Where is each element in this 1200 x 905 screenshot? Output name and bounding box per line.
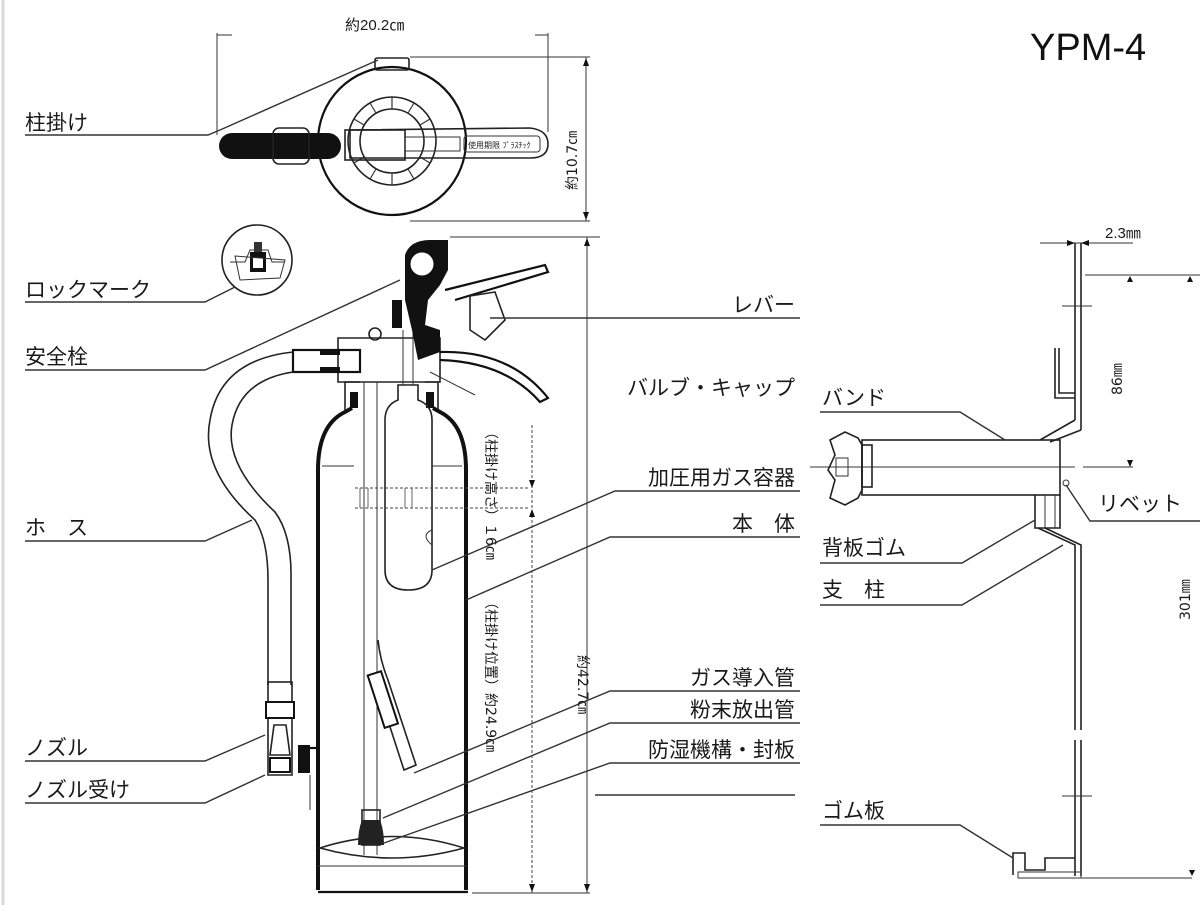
label-rubber-plate: ゴム板 [822, 799, 885, 823]
label-powder-tube: 粉末放出管 [690, 698, 795, 722]
label-body: 本 体 [732, 512, 795, 536]
bracket-total-dimension: 301㎜ [1178, 579, 1194, 620]
label-nozzle: ノズル [25, 736, 88, 760]
label-valve-cap: バルブ・キャップ [627, 376, 795, 400]
label-hose: ホ ス [25, 516, 88, 540]
label-gas-cartridge: 加圧用ガス容器 [648, 466, 795, 490]
label-back-rubber: 背板ゴム [822, 536, 906, 560]
model-title: YPM-4 [1030, 27, 1146, 69]
lock-mark-detail [25, 224, 293, 303]
label-gas-tube: ガス導入管 [690, 666, 795, 690]
label-band: バンド [822, 386, 886, 410]
hook-position-dimension: （柱掛け位置）約24.9㎝ [482, 595, 498, 752]
top-height-dimension: 約10.7㎝ [565, 131, 581, 190]
hook-height-dimension: （柱掛け高さ）１6㎝ [482, 425, 499, 560]
label-lock-mark: ロックマーク [25, 278, 151, 302]
labels-left: 柱掛け ロックマーク 安全栓 ホ ス ノズル ノズル受け [25, 111, 151, 802]
hose-grip [219, 133, 341, 159]
top-view: 約20.2㎝ 約10.7㎝ 使用期限 ﾌﾟﾗｽﾁｯｸ [25, 17, 590, 222]
top-width-dimension: 約20.2㎝ [345, 17, 404, 34]
label-seal: 防湿機構・封板 [648, 738, 795, 762]
label-nozzle-holder: ノズル受け [25, 778, 130, 802]
label-rivet: リベット [1098, 492, 1182, 516]
bracket-thickness-dimension: 2.3㎜ [1105, 225, 1141, 242]
bracket-upper-dimension: 86㎜ [1110, 363, 1126, 395]
handle-plate-text: 使用期限 ﾌﾟﾗｽﾁｯｸ [468, 140, 531, 150]
label-hook: 柱掛け [25, 111, 88, 135]
bracket-view: 2.3㎜ 86㎜ 301㎜ [810, 225, 1200, 879]
label-lever: レバー [732, 293, 795, 317]
label-safety-pin: 安全栓 [25, 345, 88, 369]
labels-center: レバー バルブ・キャップ 加圧用ガス容器 本 体 ガス導入管 粉末放出管 防湿機… [627, 293, 795, 762]
body-height-dimension: 約42.7㎝ [574, 655, 590, 714]
label-post: 支 柱 [822, 578, 885, 602]
extinguisher-side-view: 約42.7㎝ （柱掛け高さ）１6㎝ （柱掛け位置）約24.9㎝ [25, 236, 800, 894]
